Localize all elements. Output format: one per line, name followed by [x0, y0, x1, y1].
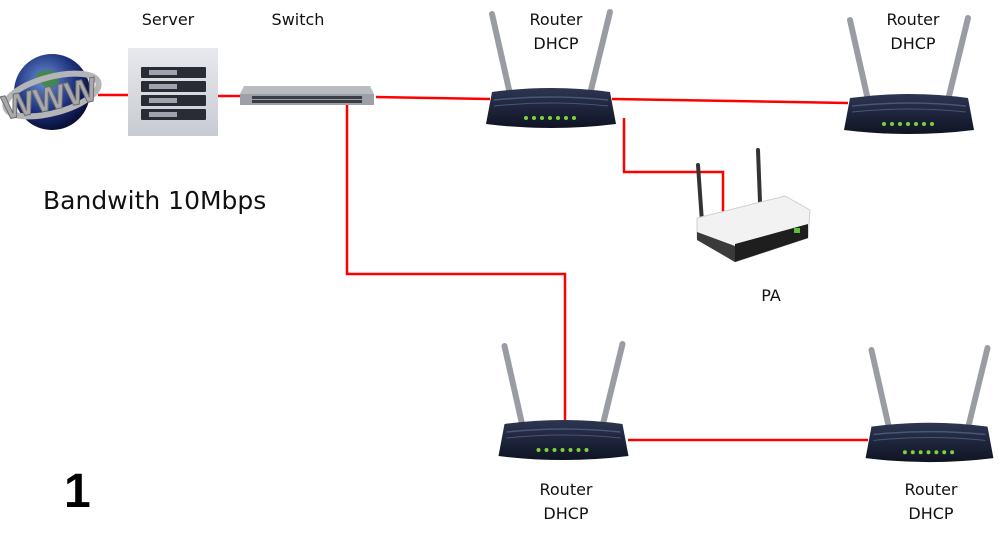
router-label-line1: Router — [904, 480, 958, 499]
links — [98, 93, 868, 442]
router-top-left-label: Router DHCP — [529, 8, 582, 56]
router-bottom-right-icon — [866, 348, 994, 462]
server-label: Server — [141, 10, 195, 29]
router-label-line2: DHCP — [890, 34, 936, 53]
router-label-line2: DHCP — [543, 504, 589, 523]
link-router-access-point — [622, 118, 725, 213]
router-label-line2: DHCP — [908, 504, 954, 523]
router-label-line1: Router — [539, 480, 593, 499]
switch-label: Switch — [271, 10, 325, 29]
bandwidth-label: Bandwith 10Mbps — [43, 186, 267, 215]
diagram-number: 1 — [64, 465, 91, 518]
access-point-label: PA — [761, 286, 781, 305]
access-point-icon — [696, 148, 811, 263]
router-bottom-left-icon — [499, 344, 629, 460]
router-label-line1: Router — [529, 10, 583, 29]
server-icon — [128, 48, 218, 136]
switch-icon — [240, 86, 374, 105]
router-bottom-right-label: Router DHCP — [904, 478, 957, 526]
router-label-line2: DHCP — [533, 34, 579, 53]
router-bottom-left-label: Router DHCP — [539, 478, 592, 526]
internet-globe-icon: WWW — [0, 54, 102, 130]
router-label-line1: Router — [886, 10, 940, 29]
router-top-right-label: Router DHCP — [886, 8, 939, 56]
link-switch-router — [375, 95, 491, 101]
link-router-router-top — [611, 97, 849, 105]
link-switch-router-bottom — [345, 104, 567, 428]
